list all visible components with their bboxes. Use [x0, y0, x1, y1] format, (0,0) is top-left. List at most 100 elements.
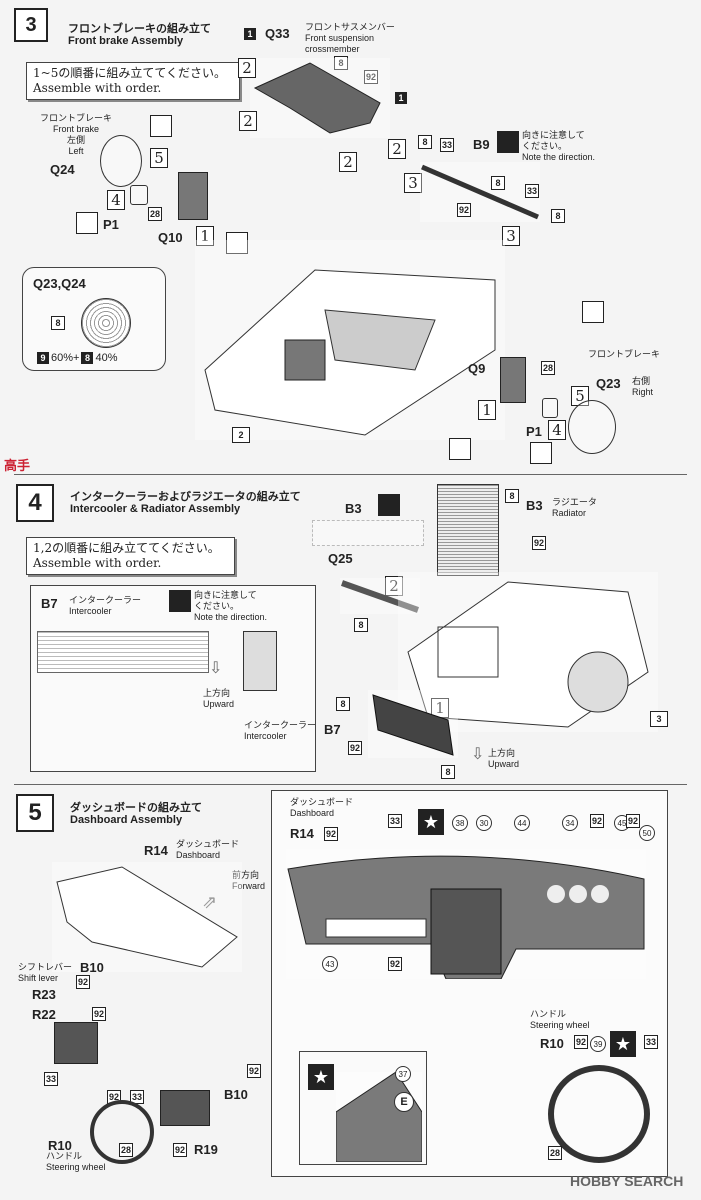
p-code-92-a: 92 — [324, 827, 338, 841]
dashboard-label: ダッシュボード Dashboard — [176, 839, 240, 860]
code-8-d: 8 — [551, 209, 565, 223]
intercooler-label-b: インタークーラー Intercooler — [244, 720, 317, 741]
order-3-a: 3 — [404, 173, 422, 193]
s4-code-8-d: 8 — [441, 765, 455, 779]
part-b9: B9 — [473, 137, 490, 152]
decal-text: GP-1プラス — [354, 923, 418, 937]
code-33-b: 33 — [525, 184, 539, 198]
forward-arrow-icon: ⇗ — [202, 892, 218, 912]
dashboard-drawing — [52, 862, 242, 972]
divider-1 — [14, 474, 687, 475]
code-92-b: 92 — [457, 203, 471, 217]
part-q10: Q10 — [158, 230, 183, 245]
s5-code-92-e: 92 — [173, 1143, 187, 1157]
order-5-a: 5 — [150, 148, 168, 168]
tie-rod — [420, 162, 540, 222]
part-q25: Q25 — [328, 551, 353, 566]
part-p1-b: P1 — [526, 424, 542, 439]
p-code-92-e: 92 — [574, 1035, 588, 1049]
no-cement-icon-d — [530, 442, 552, 464]
note-en: Assemble with order. — [33, 81, 162, 95]
s5-code-92-b: 92 — [92, 1007, 106, 1021]
shift-lever-label: シフトレバー Shift lever — [18, 962, 73, 983]
steering-wheel-small — [90, 1100, 154, 1164]
upward-arrow-icon-b: ⇩ — [471, 746, 485, 763]
p-code-92-b: 92 — [590, 814, 604, 828]
chassis-drawing-step4 — [398, 572, 658, 732]
star-icon-a: ★ — [418, 809, 444, 835]
s4-code-8-b: 8 — [354, 618, 368, 632]
s5-code-28-a: 28 — [119, 1143, 133, 1157]
code-92: 92 — [364, 70, 378, 84]
ref-2: 2 — [232, 427, 250, 443]
step5-title-en: Dashboard Assembly — [70, 814, 183, 826]
star-icon-c: ★ — [308, 1064, 334, 1090]
s5-code-92-a: 92 — [76, 975, 90, 989]
intercooler-label: インタークーラー Intercooler — [69, 595, 142, 616]
s5-code-33-a: 33 — [44, 1072, 58, 1086]
p-code-39: 39 — [590, 1036, 606, 1052]
part-b10: B10 — [80, 960, 104, 975]
code-8-b: 8 — [418, 135, 432, 149]
part-b7-b: B7 — [324, 722, 341, 737]
part-r22: R22 — [32, 1007, 56, 1022]
order-2-c: 2 — [339, 152, 357, 172]
p-code-44: 44 — [514, 815, 530, 831]
part-r14: R14 — [144, 843, 168, 858]
divider-2 — [14, 784, 687, 785]
star-icon-b: ★ — [610, 1031, 636, 1057]
part-q23-q24: Q23,Q24 — [33, 276, 86, 291]
p-code-92-d: 92 — [388, 957, 402, 971]
suspension-label: フロントサスメンバー Front suspension crossmember — [305, 22, 395, 54]
order-1-a: 1 — [196, 226, 214, 246]
knuckle-left — [178, 172, 208, 220]
no-cement-icon — [76, 212, 98, 234]
intercooler-inset: B7 インタークーラー Intercooler 向きに注意して ください。 No… — [30, 585, 316, 772]
part-q33: Q33 — [265, 26, 290, 41]
paint-mix: 9 60%+ 8 40% — [37, 352, 117, 364]
p-code-34: 34 — [562, 815, 578, 831]
right-side-label: 右側 Right — [632, 376, 654, 397]
chassis-drawing-step3 — [195, 240, 505, 440]
order-2-a: 2 — [238, 58, 256, 78]
code-28-a: 28 — [148, 207, 162, 221]
upward-label: 上方向 Upward — [203, 688, 235, 709]
order-4-b: 4 — [548, 420, 566, 440]
s4-code-92-a: 92 — [532, 536, 546, 550]
watermark-right: HOBBY SEARCH — [570, 1173, 684, 1189]
step-5-number: 5 — [16, 794, 54, 832]
note-en: Assemble with order. — [33, 556, 162, 570]
console-shape — [336, 1072, 422, 1162]
intercooler-side-view — [37, 631, 209, 673]
upward-arrow-icon: ⇩ — [209, 660, 223, 677]
step4-title-jp: インタークーラーおよびラジエータの組み立て — [70, 491, 301, 503]
center-console-inset: ★ 37 E — [299, 1051, 427, 1165]
p-code-33-b: 33 — [644, 1035, 658, 1049]
knuckle-right — [500, 357, 526, 403]
note-jp: 1~5の順番に組み立ててください。 — [33, 66, 226, 80]
no-cement-icon-b — [582, 301, 604, 323]
part-q24: Q24 — [50, 162, 75, 177]
front-brake-right-label: フロントブレーキ — [588, 349, 661, 359]
part-r10: R10 — [48, 1138, 72, 1153]
step4-order-note: 1,2の順番に組み立ててください。 Assemble with order. — [26, 537, 235, 575]
part-b3-b: B3 — [526, 498, 543, 513]
order-3-b: 3 — [502, 226, 520, 246]
steering-wheel-label-b: ハンドル Steering wheel — [530, 1009, 590, 1030]
step4-title-en: Intercooler & Radiator Assembly — [70, 503, 241, 515]
cement-icon-b — [226, 232, 248, 254]
upward-label-b: 上方向 Upward — [488, 748, 520, 769]
p-code-37: 37 — [395, 1066, 411, 1082]
order-2-d: 2 — [388, 139, 406, 159]
direction-icon — [497, 131, 519, 153]
p-code-43: 43 — [322, 956, 338, 972]
direction-note-3: 向きに注意して ください。 Note the direction. — [522, 130, 596, 162]
note-jp: 1,2の順番に組み立ててください。 — [33, 541, 220, 555]
watermark-left: 高手 — [4, 458, 31, 473]
suspension-crossmember-drawing — [250, 58, 390, 138]
order-1-b: 1 — [478, 400, 496, 420]
p-code-33: 33 — [388, 814, 402, 828]
part-p1: P1 — [103, 217, 119, 232]
code-8: 8 — [334, 56, 348, 70]
intercooler-part — [368, 690, 458, 758]
